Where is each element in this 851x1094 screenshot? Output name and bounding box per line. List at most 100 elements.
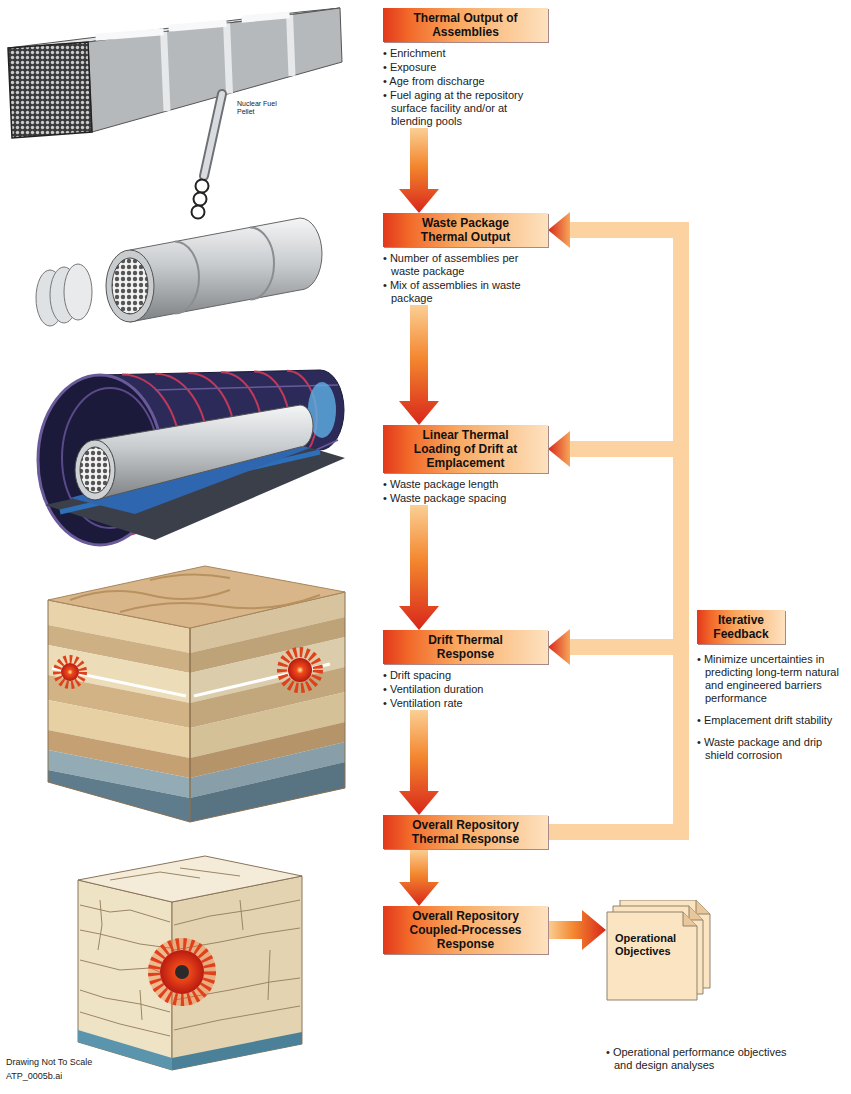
- document-title: Operational Objectives: [615, 932, 691, 958]
- feedback-node: Iterative Feedback • Minimize uncertainti…: [697, 610, 845, 762]
- document-page: [689, 906, 703, 920]
- block-arrow: [399, 305, 439, 425]
- rock-cube: [154, 944, 210, 1000]
- geologic-block: [190, 592, 345, 822]
- bullet-text: • Mix of assemblies in waste package: [383, 279, 548, 305]
- rock-cube: [78, 856, 302, 902]
- flow-arrow: [399, 710, 439, 815]
- geologic-block: [61, 663, 79, 681]
- fuel-assembly: [196, 180, 209, 193]
- emplacement-drift: [80, 447, 110, 493]
- rock-cube: [180, 868, 240, 876]
- feedback-arrowhead: [548, 212, 570, 248]
- bullet-text: • Waste package spacing: [383, 492, 548, 505]
- fuel-assembly: [169, 23, 227, 28]
- geologic-block: [190, 592, 345, 822]
- stage-node: Overall Repository Coupled-Processes Res…: [383, 906, 548, 954]
- waste-package: [106, 250, 154, 322]
- rock-cube: [174, 1006, 300, 1030]
- bullet-text: • Operational performance objectives and…: [606, 1046, 806, 1072]
- fuel-assembly: [192, 206, 205, 219]
- rock-cube: [78, 856, 302, 1070]
- file-name: ATP_0005b.ai: [6, 1071, 62, 1081]
- feedback-bar: [548, 449, 681, 832]
- stage-node: Linear Thermal Loading of Drift at Empla…: [383, 425, 548, 505]
- rock-cube: [80, 1012, 170, 1036]
- feedback-bar: [548, 647, 681, 832]
- bullet-text: • Minimize uncertainties in predicting l…: [697, 653, 845, 705]
- stage-node: Thermal Output of Assemblies • Enrichment…: [383, 8, 548, 128]
- flow-arrow: [399, 305, 439, 425]
- fuel-assembly: [8, 42, 92, 138]
- waste-package: [64, 264, 92, 320]
- geologic-block: [150, 574, 230, 580]
- rock-cube: [268, 950, 270, 1000]
- bullet-text: • Ventilation rate: [383, 697, 548, 710]
- geologic-block: [48, 770, 190, 822]
- geologic-block: [48, 566, 345, 822]
- rock-cube: [172, 1032, 302, 1070]
- bullet-text: • Fuel aging at the repository surface f…: [383, 89, 548, 128]
- bullet-text: • Waste package length: [383, 478, 548, 491]
- feedback-arrowhead: [548, 431, 570, 467]
- drawing-note: Drawing Not To Scale: [6, 1057, 92, 1067]
- feedback-arrowhead: [548, 629, 570, 665]
- step-heading: Iterative Feedback: [697, 610, 785, 644]
- step-heading: Overall Repository Coupled-Processes Res…: [383, 906, 548, 954]
- emplacement-drift: [95, 405, 313, 500]
- rock-cube: [80, 930, 170, 948]
- waste-package: [130, 218, 322, 322]
- flow-arrow: [399, 505, 439, 630]
- rock-cube: [80, 905, 170, 922]
- bullet-text: • Drift spacing: [383, 669, 548, 682]
- geologic-block: [120, 595, 320, 612]
- part-label: Nuclear Fuel Pellet: [236, 100, 290, 116]
- step-heading: Drift Thermal Response: [383, 630, 548, 664]
- flow-arrow: [399, 128, 439, 213]
- flow-arrow: [548, 431, 681, 832]
- geologic-block: [48, 600, 190, 822]
- fuel-assembly: [204, 94, 222, 176]
- step-heading: Thermal Output of Assemblies: [383, 8, 548, 42]
- waste-package: [36, 218, 322, 326]
- feedback-bar: [548, 230, 681, 832]
- bullet-text: • Number of assemblies per waste package: [383, 252, 548, 278]
- bullet-text: • Emplacement drift stability: [697, 714, 845, 727]
- rock-cube: [160, 950, 204, 994]
- flow-arrow: [399, 849, 439, 906]
- step-heading: Linear Thermal Loading of Drift at Empla…: [383, 425, 548, 473]
- rock-cube: [240, 900, 243, 930]
- fuel-assembly: [8, 8, 342, 219]
- flow-arrow: [548, 212, 681, 832]
- document-page: [696, 900, 710, 914]
- geologic-block: [282, 652, 318, 688]
- block-arrow: [399, 710, 439, 815]
- block-arrow: [548, 910, 606, 950]
- geologic-block: [57, 659, 83, 685]
- waste-package: [175, 242, 199, 314]
- fuel-assembly: [242, 15, 290, 19]
- fuel-assembly: [227, 23, 230, 93]
- stage-node: Drift Thermal Response• Drift spacing• V…: [383, 630, 548, 710]
- block-arrow: [399, 505, 439, 630]
- emplacement-drift: [38, 370, 345, 545]
- block-arrow: [399, 849, 439, 906]
- bullet-text: • Waste package and drip shield corrosio…: [697, 736, 845, 762]
- step-heading: Waste Package Thermal Output: [383, 213, 548, 247]
- fuel-assembly: [96, 32, 164, 37]
- rock-cube: [174, 900, 300, 925]
- geologic-block: [70, 590, 230, 600]
- bullet-text: • Age from discharge: [383, 75, 548, 88]
- block-arrow: [399, 128, 439, 213]
- flow-arrow: [548, 629, 681, 832]
- bullet-text: • Ventilation duration: [383, 683, 548, 696]
- rock-cube: [140, 990, 142, 1020]
- emplacement-drift: [75, 440, 115, 500]
- stage-node: Waste Package Thermal Output • Number of …: [383, 213, 548, 305]
- rock-cube: [98, 900, 102, 950]
- bullet-text: • Enrichment: [383, 47, 548, 60]
- waste-package: [112, 258, 148, 314]
- stage-node: Overall Repository Thermal Response: [383, 815, 548, 849]
- document-page: [683, 912, 697, 926]
